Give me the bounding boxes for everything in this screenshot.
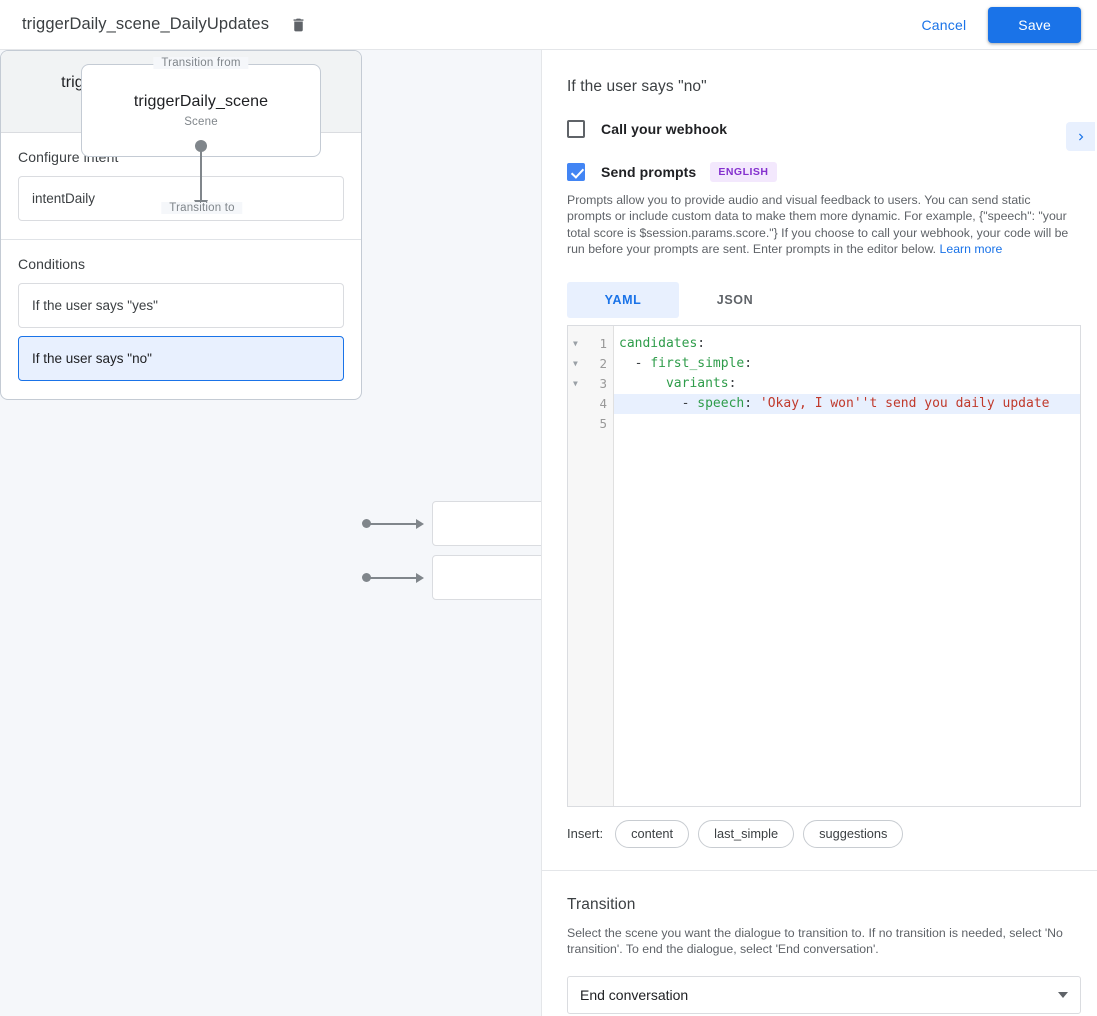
gutter-line: 5	[568, 414, 613, 434]
from-scene-name: triggerDaily_scene	[133, 93, 269, 110]
transition-section-title: Transition	[567, 895, 636, 913]
prompts-description: Prompts allow you to provide audio and v…	[567, 192, 1072, 258]
line-number: 3	[599, 376, 607, 392]
line-number: 5	[599, 416, 607, 432]
learn-more-link[interactable]: Learn more	[939, 242, 1003, 257]
webhook-row[interactable]: Call your webhook	[567, 120, 1072, 138]
yaml-dash: -	[681, 395, 698, 411]
transition-to-legend: Transition to	[161, 202, 243, 214]
chevron-down-icon	[1058, 991, 1068, 998]
insert-chip-last-simple[interactable]: last_simple	[698, 819, 795, 848]
condition-yes-arrow-head	[416, 519, 424, 529]
tab-json[interactable]: JSON	[716, 292, 754, 307]
code-line-2: - first_simple:	[614, 354, 1080, 374]
panel-content: If the user says "no" Call your webhook …	[542, 50, 1097, 1014]
yaml-punc: :	[697, 335, 706, 351]
yaml-punc: :	[744, 355, 753, 371]
call-webhook-label: Call your webhook	[601, 121, 728, 137]
save-button[interactable]: Save	[988, 6, 1081, 43]
code-line-4: - speech: 'Okay, I won''t send you daily…	[614, 393, 1080, 414]
delete-button[interactable]	[285, 12, 311, 38]
trash-icon	[293, 18, 304, 31]
target-box-yes[interactable]	[432, 501, 541, 546]
yaml-key: first_simple	[650, 355, 745, 371]
yaml-punc: :	[728, 375, 737, 391]
top-bar: triggerDaily_scene_DailyUpdates Cancel S…	[0, 0, 1097, 50]
line-number: 4	[599, 396, 607, 412]
yaml-dash: -	[634, 355, 651, 371]
send-prompts-label: Send prompts	[601, 164, 697, 180]
condition-yes-connector-dot	[362, 519, 371, 528]
insert-chip-content[interactable]: content	[615, 819, 690, 848]
yaml-indent	[619, 356, 635, 371]
yaml-indent	[619, 396, 682, 411]
condition-item-no[interactable]: If the user says "no"	[18, 336, 344, 381]
gutter-line: ▼1	[568, 334, 613, 354]
send-prompts-checkbox[interactable]	[567, 163, 585, 181]
tab-yaml[interactable]: YAML	[567, 281, 679, 318]
send-prompts-row[interactable]: Send prompts ENGLISH	[567, 162, 1072, 182]
conditions-section: Conditions If the user says "yes" If the…	[1, 240, 361, 399]
gutter-line: ▼3	[568, 374, 613, 394]
transition-description: Select the scene you want the dialogue t…	[567, 925, 1063, 957]
condition-yes-connector-line	[370, 523, 418, 525]
chevron-right-icon	[1078, 133, 1083, 140]
yaml-punc: :	[744, 395, 760, 411]
prompt-code-editor[interactable]: ▼1 ▼2 ▼3 4 5 candidates: - first_simple:…	[567, 324, 1081, 807]
section-divider	[542, 869, 1097, 871]
condition-no-connector-line	[370, 577, 418, 579]
yaml-key: speech	[697, 395, 745, 411]
call-webhook-checkbox[interactable]	[567, 120, 585, 138]
condition-no-connector-dot	[362, 573, 371, 582]
prompts-description-text: Prompts allow you to provide audio and v…	[567, 193, 1069, 257]
conditions-title: Conditions	[18, 256, 86, 272]
code-line-1: candidates:	[614, 334, 1080, 354]
editor-format-tabs: YAML JSON	[567, 281, 1072, 318]
yaml-key: variants	[665, 375, 729, 391]
editor-gutter: ▼1 ▼2 ▼3 4 5	[568, 325, 614, 806]
yaml-indent	[619, 376, 666, 391]
line-number: 2	[599, 356, 607, 372]
insert-chip-suggestions[interactable]: suggestions	[803, 819, 904, 848]
page-title: triggerDaily_scene_DailyUpdates	[22, 15, 270, 33]
collapse-panel-button[interactable]	[1066, 122, 1095, 151]
code-line-5	[614, 414, 1080, 434]
target-box-no[interactable]	[432, 555, 541, 600]
panel-header: If the user says "no"	[567, 50, 1072, 96]
line-number: 1	[599, 336, 607, 352]
insert-label: Insert:	[567, 826, 604, 842]
insert-row: Insert: content last_simple suggestions	[567, 819, 1072, 848]
condition-item-yes[interactable]: If the user says "yes"	[18, 283, 344, 328]
transition-from-legend: Transition from	[153, 57, 249, 69]
yaml-key: candidates	[619, 335, 698, 351]
gutter-line: 4	[568, 394, 613, 414]
details-panel: If the user says "no" Call your webhook …	[542, 50, 1097, 1016]
panel-title: If the user says "no"	[567, 78, 707, 95]
scene-graph-canvas[interactable]: Transition from triggerDaily_scene Scene…	[0, 50, 542, 1016]
transition-target-value: End conversation	[580, 986, 689, 1003]
editor-code-area[interactable]: candidates: - first_simple: variants: - …	[614, 326, 1080, 806]
yaml-string: 'Okay, I won''t send you daily update	[759, 395, 1050, 411]
topbar-actions: Cancel Save	[906, 6, 1081, 43]
fold-arrow-icon[interactable]: ▼	[573, 378, 578, 388]
main-body: Transition from triggerDaily_scene Scene…	[0, 50, 1097, 1016]
cancel-button[interactable]: Cancel	[906, 8, 983, 42]
condition-no-arrow-head	[416, 573, 424, 583]
transition-target-select[interactable]: End conversation	[567, 975, 1081, 1014]
code-line-3: variants:	[614, 374, 1080, 394]
gutter-line: ▼2	[568, 354, 613, 374]
fold-arrow-icon[interactable]: ▼	[573, 358, 578, 368]
fold-arrow-icon[interactable]: ▼	[573, 338, 578, 348]
from-scene-subtitle: Scene	[184, 116, 218, 128]
language-badge: ENGLISH	[710, 162, 777, 182]
